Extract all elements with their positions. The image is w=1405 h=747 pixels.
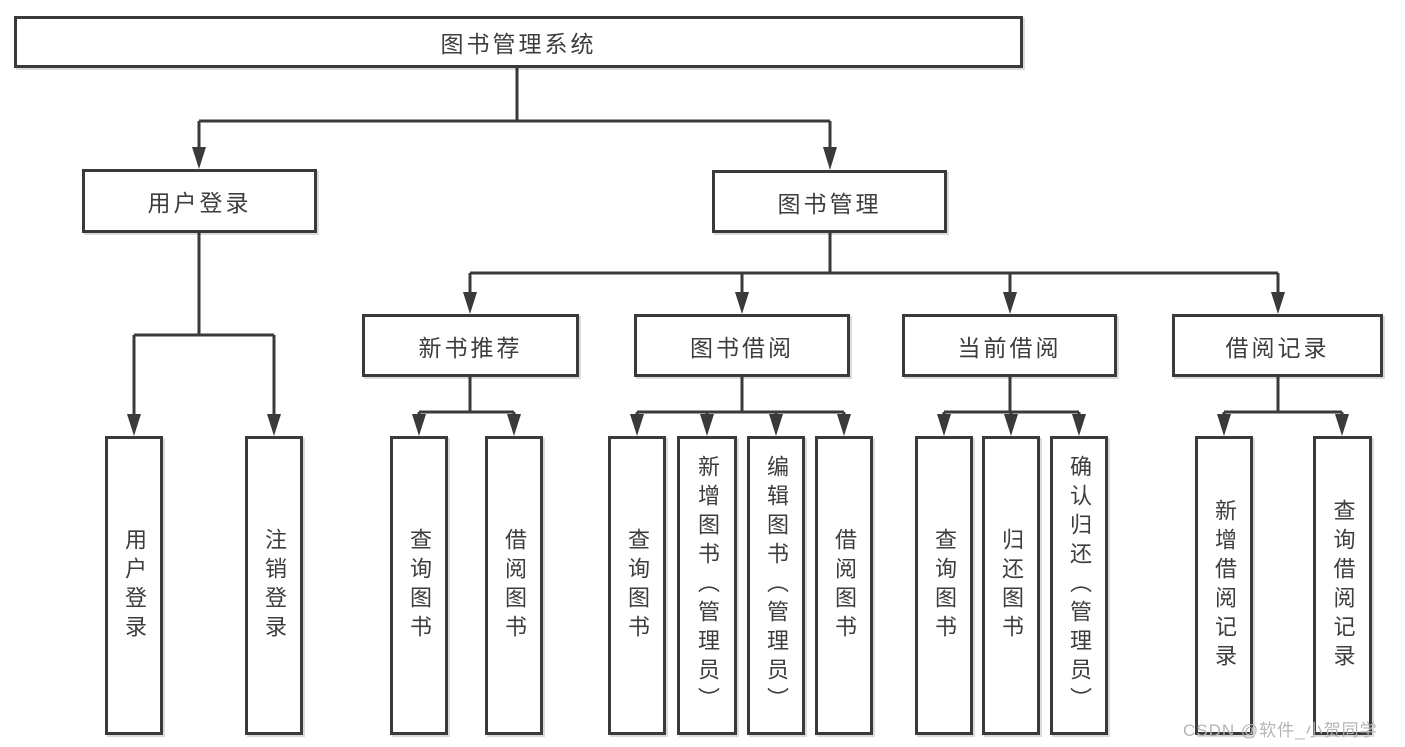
leaf-borrow-books-recommend: 借阅图书 xyxy=(485,436,543,735)
node-label: 用户登录 xyxy=(147,190,252,216)
node-label: 新增图书（管理员） xyxy=(695,455,720,716)
node-label: 查询图书 xyxy=(625,527,650,644)
node-new-book-recommendation: 新书推荐 xyxy=(362,314,579,377)
node-label: 图书管理 xyxy=(777,190,882,217)
leaf-add-borrowing-record: 新增借阅记录 xyxy=(1195,436,1253,735)
node-label: 查询借阅记录 xyxy=(1330,498,1356,673)
leaf-user-login: 用户登录 xyxy=(105,436,163,735)
node-label: 查询图书 xyxy=(932,527,957,644)
node-label: 图书借阅 xyxy=(690,334,794,361)
leaf-borrow-books-borrowing: 借阅图书 xyxy=(815,436,873,735)
csdn-watermark: CSDN @软件_小贺同学 xyxy=(1183,721,1378,740)
node-label: 借阅图书 xyxy=(832,527,857,644)
leaf-query-books-current: 查询图书 xyxy=(915,436,973,735)
connector-current-borrowing-children xyxy=(937,377,1086,436)
node-label: 借阅记录 xyxy=(1225,334,1330,361)
node-library-management-system: 图书管理系统 xyxy=(14,16,1023,68)
node-book-borrowing: 图书借阅 xyxy=(634,314,850,377)
leaf-edit-book-admin: 编辑图书（管理员） xyxy=(747,436,805,735)
connector-root-to-level2 xyxy=(192,68,837,170)
leaf-query-borrowing-record: 查询借阅记录 xyxy=(1313,436,1372,735)
node-label: 新增借阅记录 xyxy=(1212,498,1237,673)
node-label: 注销登录 xyxy=(262,527,287,644)
connector-borrowing-records-children xyxy=(1217,377,1349,436)
connector-user-login-children xyxy=(127,233,281,436)
node-borrowing-records: 借阅记录 xyxy=(1172,314,1383,377)
leaf-logout: 注销登录 xyxy=(245,436,303,735)
node-label: 图书管理系统 xyxy=(440,31,597,57)
node-label: 归还图书 xyxy=(999,527,1024,644)
leaf-confirm-return-admin: 确认归还（管理员） xyxy=(1050,436,1108,735)
leaf-query-books-borrowing: 查询图书 xyxy=(608,436,666,735)
leaf-add-book-admin: 新增图书（管理员） xyxy=(677,436,737,735)
leaf-query-books-recommend: 查询图书 xyxy=(390,436,448,735)
node-label: 当前借阅 xyxy=(957,334,1062,361)
node-label: 借阅图书 xyxy=(502,527,527,644)
node-current-borrowing: 当前借阅 xyxy=(902,314,1117,377)
node-label: 查询图书 xyxy=(407,527,432,644)
leaf-return-book: 归还图书 xyxy=(982,436,1040,735)
node-user-login: 用户登录 xyxy=(82,169,317,233)
node-label: 新书推荐 xyxy=(418,334,523,361)
node-label: 确认归还（管理员） xyxy=(1067,455,1092,716)
node-book-management: 图书管理 xyxy=(712,170,947,233)
connector-book-management-to-level3 xyxy=(463,233,1285,314)
node-label: 用户登录 xyxy=(122,527,147,644)
connector-book-borrowing-children xyxy=(630,377,851,436)
connector-new-book-children xyxy=(412,377,521,436)
node-label: 编辑图书（管理员） xyxy=(764,455,789,716)
